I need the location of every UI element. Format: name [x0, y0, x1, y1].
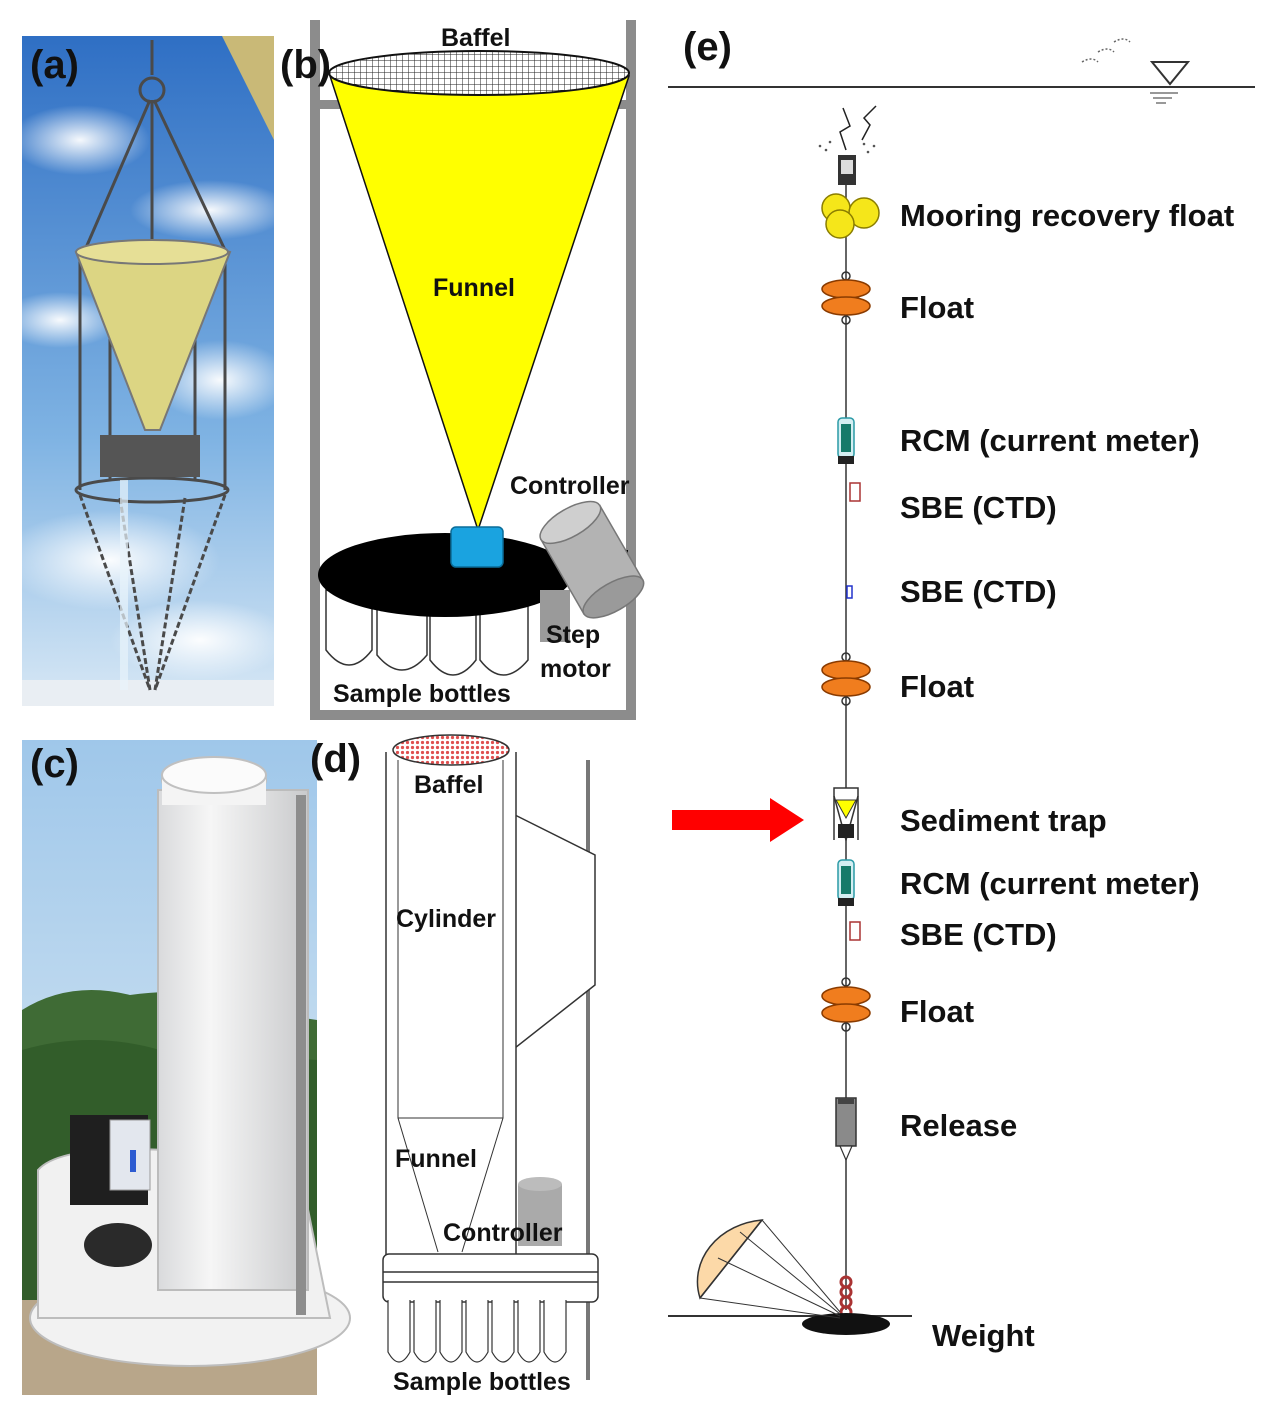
- panel-a-label: (a): [30, 43, 79, 87]
- sbe-1-label: SBE (CTD): [900, 490, 1057, 525]
- side-housing-d: [514, 813, 596, 1050]
- sbe-2-e: [846, 585, 853, 599]
- sbe-2-label: SBE (CTD): [900, 574, 1057, 609]
- cylinder-label-d: Cylinder: [396, 905, 496, 933]
- controller-label-b: Controller: [510, 472, 630, 500]
- sbe-1-e: [849, 482, 861, 502]
- release-e: [835, 1097, 857, 1162]
- controller-box-b: [450, 526, 504, 568]
- rcm-2-label: RCM (current meter): [900, 866, 1200, 901]
- panel-b-diagram: [310, 20, 645, 720]
- panel-e-label: (e): [683, 25, 732, 69]
- panel-a-photo: [0, 36, 290, 706]
- sbe-3-e: [849, 921, 861, 941]
- step-label-b: Step: [546, 621, 600, 649]
- recovery-float-label: Mooring recovery float: [900, 198, 1234, 233]
- sediment-trap-label: Sediment trap: [900, 803, 1107, 838]
- weight-e: [802, 1275, 890, 1335]
- float-1-e: [821, 271, 871, 325]
- panel-d-diagram: [382, 734, 599, 1380]
- sample-bottles-label-b: Sample bottles: [333, 680, 511, 708]
- funnel-b: [328, 75, 631, 533]
- recovery-float-e: [821, 193, 880, 239]
- rcm-1-e: [837, 417, 855, 464]
- float-3-e: [821, 977, 871, 1032]
- water-level-symbol: [1149, 61, 1191, 86]
- parachute-anchor-e: [696, 1219, 841, 1319]
- baffle-mesh-d: [392, 734, 510, 766]
- release-label: Release: [900, 1108, 1017, 1143]
- float-2-e: [821, 652, 871, 706]
- rcm-1-label: RCM (current meter): [900, 423, 1200, 458]
- radio-beacon-e: [818, 105, 877, 185]
- controller-b: [539, 500, 645, 619]
- sample-bottles-d: [387, 1300, 567, 1363]
- panel-c-photo: [22, 740, 351, 1395]
- sediment-trap-e: [833, 787, 859, 843]
- sample-bottles-label-d: Sample bottles: [393, 1368, 571, 1396]
- baffle-mesh-b: [328, 50, 630, 96]
- cylinder-d: [385, 752, 517, 1291]
- panel-b-label: (b): [280, 43, 331, 87]
- step-motor-b: [540, 590, 570, 642]
- weight-label: Weight: [932, 1318, 1035, 1353]
- sample-bottles-b: [325, 589, 529, 676]
- rcm-2-e: [837, 859, 855, 906]
- float-3-label: Float: [900, 994, 974, 1029]
- sbe-3-label: SBE (CTD): [900, 917, 1057, 952]
- baffle-label-b: Baffel: [441, 24, 510, 52]
- motor-label-b: motor: [540, 655, 611, 683]
- funnel-label-b: Funnel: [433, 274, 515, 302]
- baffle-label-d: Baffel: [414, 771, 483, 799]
- funnel-label-d: Funnel: [395, 1145, 477, 1173]
- sediment-trap-arrow: [672, 798, 804, 842]
- panel-d-label: (d): [310, 737, 361, 781]
- controller-box-d: [518, 1184, 562, 1246]
- float-1-label: Float: [900, 290, 974, 325]
- carousel-b: [318, 533, 572, 617]
- panel-e-diagram: [668, 38, 1255, 1335]
- float-2-label: Float: [900, 669, 974, 704]
- controller-label-d: Controller: [443, 1219, 563, 1247]
- panel-c-label: (c): [30, 742, 79, 786]
